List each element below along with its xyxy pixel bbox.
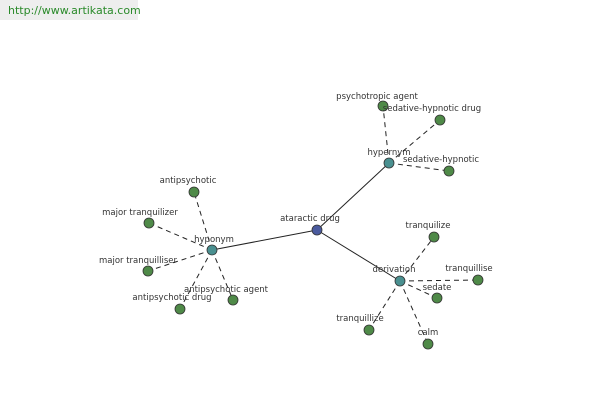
term-label-antipsychotic-drug: antipsychotic drug: [132, 293, 211, 303]
edge-derivation-calm: [399, 280, 429, 345]
edge-derivation: [316, 229, 401, 282]
term-node-tranquillize: [363, 324, 375, 336]
term-label-antipsychotic-agent: antipsychotic agent: [184, 285, 269, 295]
center-label: ataractic drug: [280, 214, 340, 224]
term-label-sedative-hypnotic: sedative-hypnotic: [403, 155, 479, 165]
relation-label-hypernym: hypernym: [367, 148, 410, 158]
term-node-antipsychotic-drug: [174, 303, 186, 315]
term-node-antipsychotic-agent: [227, 294, 239, 306]
term-node-major-tranquilliser: [142, 265, 154, 277]
relation-node-hypernym: [383, 157, 395, 169]
term-node-major-tranquilizer: [143, 217, 155, 229]
edge-hypernym-sedative-hypnotic-drug: [388, 119, 441, 164]
edge-derivation-sedate: [399, 280, 438, 299]
graph-edges: [147, 105, 479, 345]
relation-node-derivation: [394, 275, 406, 287]
term-label-sedative-hypnotic-drug: sedative-hypnotic drug: [383, 104, 481, 114]
term-label-major-tranquilliser: major tranquilliser: [99, 256, 178, 266]
term-label-calm: calm: [418, 328, 439, 338]
term-node-sedate: [431, 292, 443, 304]
edge-hyponym-major-tranquilliser: [147, 249, 213, 272]
term-node-sedative-hypnotic: [443, 165, 455, 177]
edge-derivation-tranquillise: [399, 279, 479, 282]
term-label-tranquilize: tranquilize: [406, 221, 451, 231]
edge-hyponym: [211, 229, 318, 251]
term-node-sedative-hypnotic-drug: [434, 114, 446, 126]
edge-derivation-tranquillize: [368, 280, 401, 331]
graph-nodes: [142, 100, 484, 350]
relation-label-hyponym: hyponym: [194, 235, 234, 245]
edge-hyponym-major-tranquilizer: [148, 222, 213, 251]
term-node-tranquillise: [472, 274, 484, 286]
term-label-antipsychotic: antipsychotic: [160, 176, 217, 186]
relation-node-hyponym: [206, 244, 218, 256]
graph-labels: ataractic drug hypernym psychotropic agent…: [99, 92, 493, 338]
term-label-sedate: sedate: [423, 283, 452, 293]
term-node-calm: [422, 338, 434, 350]
center-node: [311, 224, 323, 236]
edge-derivation-tranquilize: [399, 236, 435, 282]
relation-label-derivation: derivation: [372, 265, 415, 275]
term-label-major-tranquilizer: major tranquilizer: [102, 208, 178, 218]
edge-hypernym: [316, 162, 390, 231]
term-node-antipsychotic: [188, 186, 200, 198]
term-label-tranquillise: tranquillise: [445, 264, 492, 274]
term-label-tranquillize: tranquillize: [336, 314, 383, 324]
term-node-tranquilize: [428, 231, 440, 243]
edge-hyponym-antipsychotic-agent: [211, 249, 234, 301]
term-label-psychotropic-agent: psychotropic agent: [336, 92, 418, 102]
edge-hyponym-antipsychotic-drug: [179, 249, 213, 310]
edge-hypernym-sedative-hypnotic: [388, 162, 450, 172]
term-node-psychotropic-agent: [377, 100, 389, 112]
site-url-link[interactable]: http://www.artikata.com: [8, 4, 141, 17]
url-bar: http://www.artikata.com: [0, 0, 141, 20]
edge-hypernym-psychotropic-agent: [382, 105, 390, 164]
edge-hyponym-antipsychotic: [193, 191, 213, 251]
